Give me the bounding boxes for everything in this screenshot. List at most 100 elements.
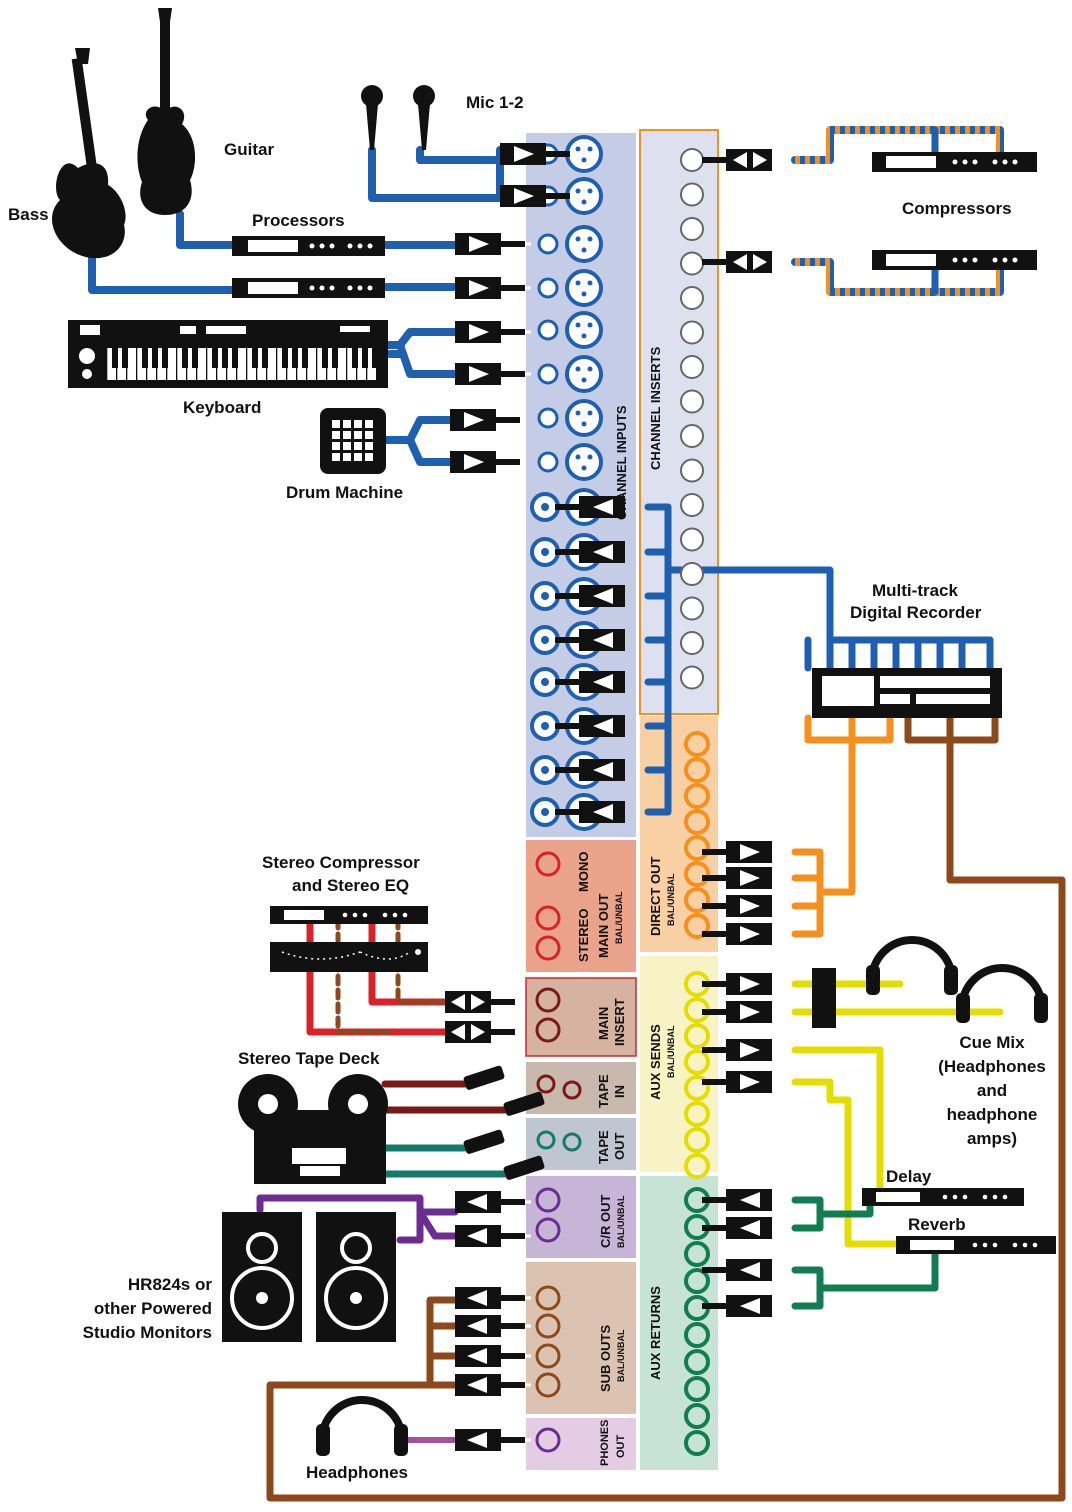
main-out-jack[interactable] (535, 905, 561, 931)
channel-insert-jack[interactable] (680, 596, 704, 621)
tape-in-jack[interactable] (562, 1080, 582, 1100)
mic-icon (361, 85, 435, 150)
compressors-label: Compressors (902, 199, 1012, 218)
aux-return-jack[interactable] (684, 1349, 710, 1375)
rca-plug (503, 1091, 545, 1116)
channel-input-xlr-jack[interactable] (565, 399, 603, 437)
multitrack-recorder (812, 668, 1002, 718)
channel-insert-jack[interactable] (680, 182, 704, 207)
direct-out-jack[interactable] (684, 757, 710, 783)
aux-return-jack[interactable] (684, 1241, 710, 1267)
channel-inputs-label: CHANNEL INPUTS (614, 405, 629, 520)
sub-out-jack[interactable] (535, 1285, 561, 1311)
reverb-unit (896, 1236, 1056, 1254)
recorder-top-connectors (804, 636, 994, 672)
channel-input-trs-jack[interactable] (537, 451, 559, 473)
compressor1-insert-cable (791, 126, 1004, 164)
recorder-label-1: Multi-track (872, 581, 959, 600)
direct-out-jack[interactable] (684, 887, 710, 913)
aux-send-jack[interactable] (684, 1101, 710, 1127)
main-out-label: MAIN OUT (596, 894, 611, 958)
channel-insert-jack[interactable] (680, 493, 704, 517)
bass-cable (88, 254, 236, 294)
tape-in-jack[interactable] (536, 1074, 556, 1094)
tape-out-jack[interactable] (562, 1132, 582, 1152)
channel-input-trs-jack[interactable] (537, 233, 559, 255)
headphones-label: Headphones (306, 1463, 408, 1482)
bass-icon (51, 48, 126, 259)
phones-out-jack[interactable] (535, 1427, 561, 1453)
channel-input-trs-jack[interactable] (537, 363, 559, 385)
cr-out-jack[interactable] (535, 1217, 561, 1243)
channel-input-trs-jack[interactable] (537, 407, 559, 429)
aux-send-jack[interactable] (684, 1153, 710, 1179)
channel-input-xlr-jack[interactable] (565, 443, 603, 481)
cr-out-jack[interactable] (535, 1187, 561, 1213)
channel-input-xlr-jack[interactable] (565, 311, 603, 349)
drum-machine-label: Drum Machine (286, 483, 403, 502)
main-insert-jack[interactable] (535, 987, 561, 1013)
channel-insert-jack[interactable] (680, 631, 704, 655)
channel-insert-jack[interactable] (680, 286, 704, 310)
sub-out-jack[interactable] (535, 1372, 561, 1398)
keyboard-cable (381, 328, 459, 378)
channel-insert-jack[interactable] (680, 251, 704, 276)
cables (88, 126, 1066, 1502)
channel-input-xlr-jack[interactable] (565, 225, 603, 263)
channel-input-trs-jack[interactable] (537, 277, 559, 299)
direct-out-jack[interactable] (684, 861, 710, 887)
main-insert-plug (445, 1021, 521, 1043)
main-out-sub: BAL/UNBAL (614, 891, 624, 944)
direct-out-jack[interactable] (684, 913, 710, 939)
phones-label-2: OUT (615, 1435, 627, 1459)
processor-2 (232, 278, 385, 298)
direct-out-jack[interactable] (684, 835, 710, 861)
tape-deck-icon (238, 1074, 388, 1184)
aux-return-jack[interactable] (684, 1430, 710, 1456)
direct-out-jack[interactable] (684, 809, 710, 835)
tape-out-jack[interactable] (536, 1130, 556, 1150)
channel-input-xlr-jack[interactable] (565, 355, 603, 393)
main-insert-jack[interactable] (535, 1017, 561, 1043)
channel-insert-jack[interactable] (680, 320, 704, 345)
channel-insert-jack[interactable] (680, 458, 704, 483)
main-out-jack[interactable] (535, 851, 561, 877)
aux-return-jack[interactable] (684, 1268, 710, 1294)
channel-input-trs-jack[interactable] (537, 319, 559, 341)
aux-return-jack[interactable] (684, 1322, 710, 1348)
direct-out-jack[interactable] (684, 783, 710, 809)
bass-label: Bass (8, 205, 49, 224)
channel-insert-jack[interactable] (680, 355, 704, 379)
aux-send-jack[interactable] (684, 1023, 710, 1049)
sub-out-jack[interactable] (535, 1343, 561, 1369)
compressor2-insert-cable (791, 258, 1004, 296)
sub-out-jack[interactable] (535, 1313, 561, 1339)
aux-send-plug (702, 1071, 772, 1093)
sub-out-plug (455, 1374, 531, 1396)
main-out-jack[interactable] (535, 935, 561, 961)
channel-insert-jack[interactable] (680, 424, 704, 448)
channel-insert-jack[interactable] (680, 665, 704, 690)
input-plug (455, 277, 531, 299)
channel-insert-jack[interactable] (680, 217, 704, 241)
aux-send-jack[interactable] (684, 1049, 710, 1075)
channel-insert-jack[interactable] (680, 562, 704, 586)
aux-send-jack[interactable] (684, 1127, 710, 1153)
channel-input-xlr-jack[interactable] (565, 269, 603, 307)
recorder-to-sub-cable (266, 714, 1066, 1502)
channel-insert-jack[interactable] (680, 148, 704, 172)
guitar-cable (176, 210, 236, 249)
aux-returns-label: AUX RETURNS (648, 1286, 663, 1380)
stereo-eq (270, 942, 428, 972)
channel-insert-jack[interactable] (680, 389, 704, 414)
aux-send-jack[interactable] (684, 1075, 710, 1101)
channel-insert-jack[interactable] (680, 527, 704, 552)
aux-return-plug (702, 1217, 772, 1239)
aux-return-jack[interactable] (684, 1403, 710, 1429)
recorder-input-plug (555, 541, 625, 563)
input-plug (455, 363, 531, 385)
aux-return-jack[interactable] (684, 1376, 710, 1402)
direct-out-cable (791, 714, 894, 938)
direct-out-jack[interactable] (684, 731, 710, 757)
recorder-input-plug (555, 671, 625, 693)
